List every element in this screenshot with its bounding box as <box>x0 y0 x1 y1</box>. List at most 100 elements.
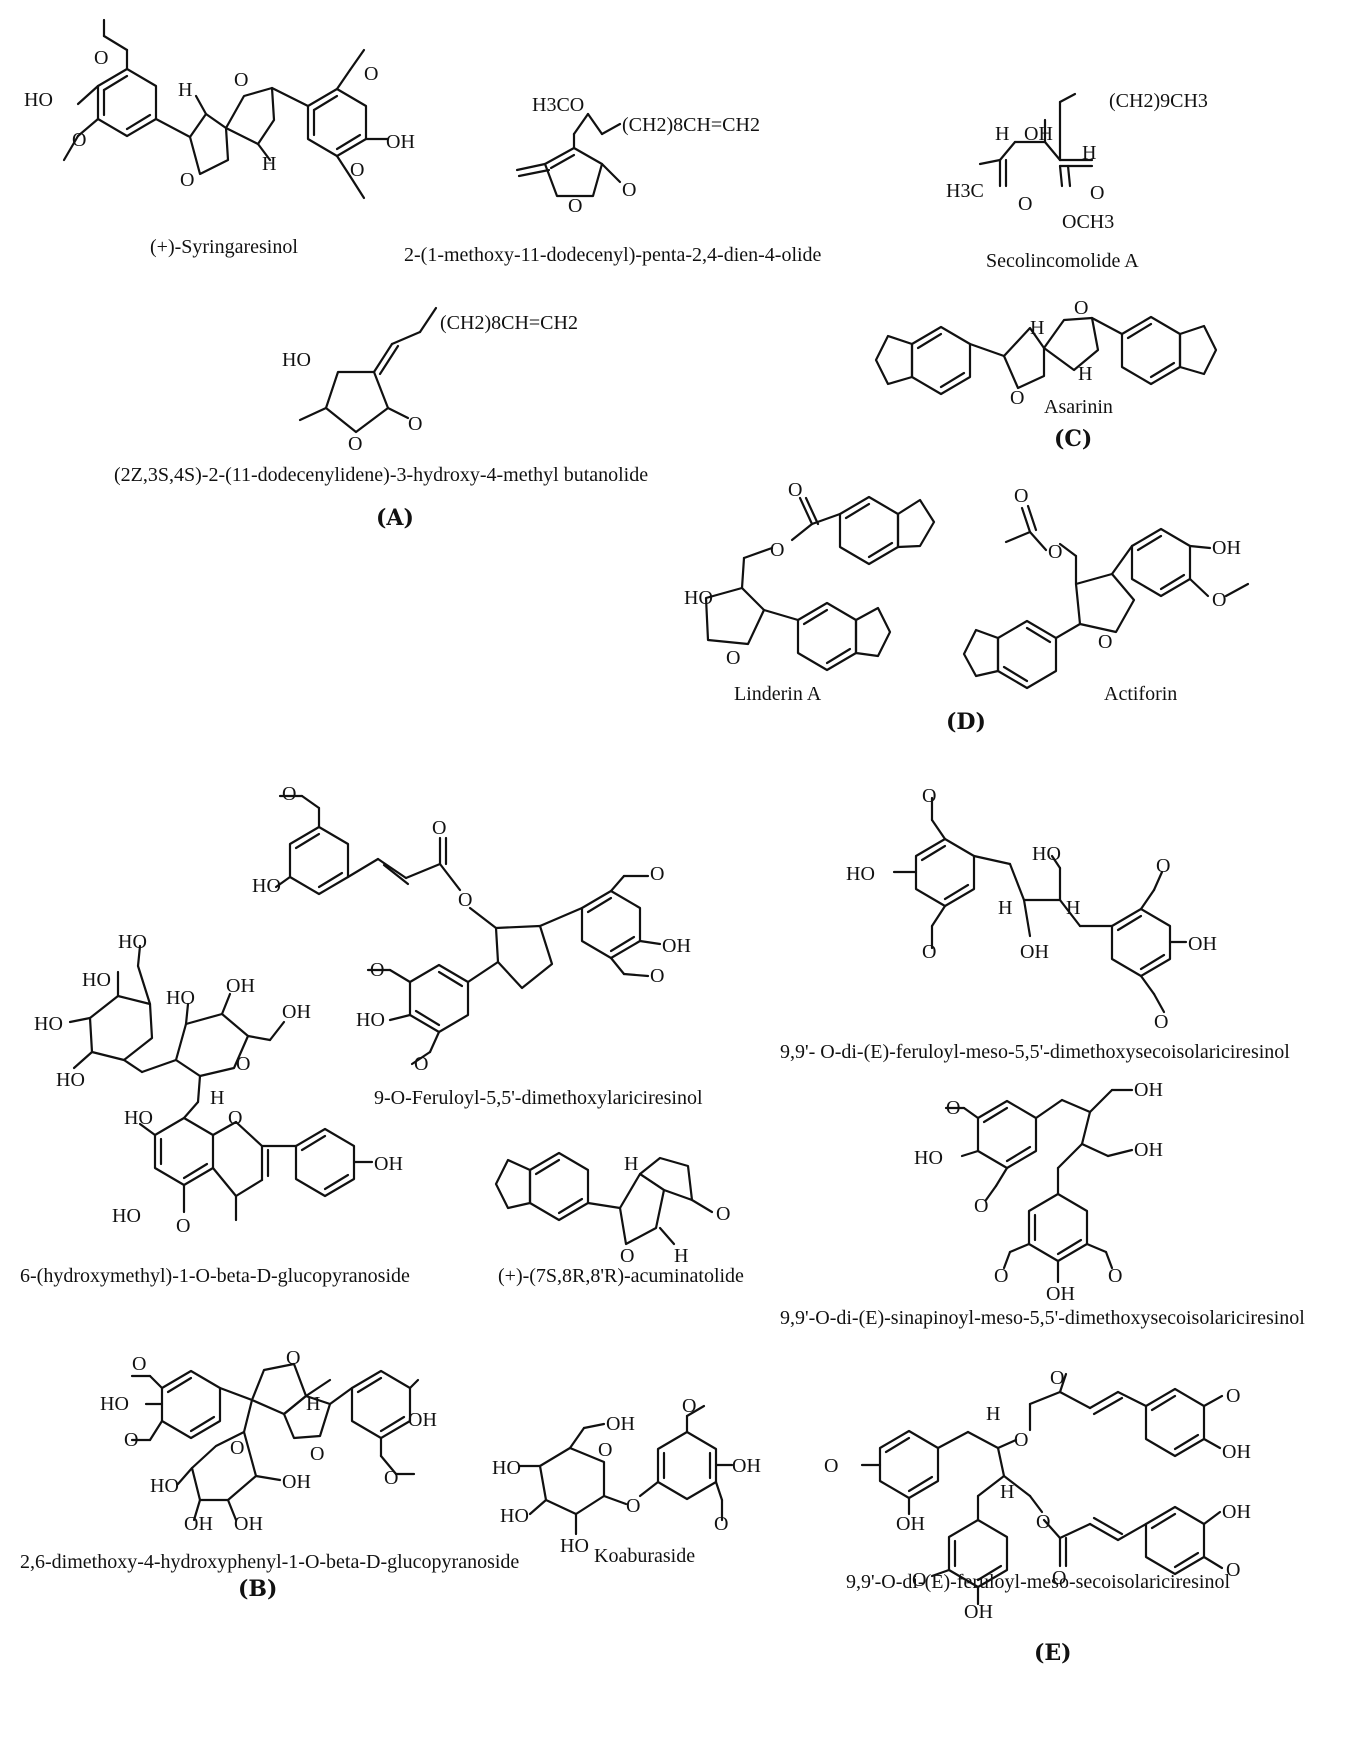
compound-name-asarinin: Asarinin <box>1044 396 1113 418</box>
atom-label: H <box>674 1245 688 1267</box>
atom-label: HO <box>112 1205 141 1227</box>
atom-label: O <box>72 129 86 151</box>
atom-label: O <box>1014 1429 1028 1451</box>
atom-label: OH <box>1046 1283 1075 1305</box>
atom-label: O <box>922 785 936 807</box>
atom-label: HO <box>560 1535 589 1557</box>
structure-diferuloyl-dimethoxy: O HO O HO H H OH O OH O 9,9'- O-di-(E)-f… <box>780 785 1290 1063</box>
atom-label: HO <box>34 1013 63 1035</box>
atom-label: H <box>262 153 276 175</box>
atom-label: H3C <box>946 180 984 202</box>
structure-feruloyl-lariciresinol: O HO O O O OH O O HO O 9-O-Feruloyl-5,5'… <box>252 783 703 1109</box>
atom-label: O <box>432 817 446 839</box>
atom-label: OH <box>1024 123 1053 145</box>
panel-label-c: (C) <box>1054 426 1092 452</box>
atom-label: O <box>1074 297 1088 319</box>
atom-label: H <box>178 79 192 101</box>
atom-label: O <box>1212 589 1226 611</box>
atom-label: O <box>180 169 194 191</box>
atom-label: O <box>714 1513 728 1535</box>
compound-name-acuminatolide: (+)-(7S,8R,8'R)-acuminatolide <box>498 1265 744 1287</box>
compound-name-feruloyl-lariciresinol: 9-O-Feruloyl-5,5'-dimethoxylariciresinol <box>374 1087 703 1109</box>
atom-label: O <box>94 47 108 69</box>
atom-label: O <box>1010 387 1024 409</box>
atom-label: OH <box>408 1409 437 1431</box>
atom-label: O <box>384 1467 398 1489</box>
compound-name-methoxy-dodecenyl: 2-(1-methoxy-11-dodecenyl)-penta-2,4-die… <box>404 244 822 266</box>
atom-label: H <box>1000 1481 1014 1503</box>
structure-syringaresinol: HO O O H O O H OH O O (+)-Syringaresinol <box>24 18 415 258</box>
atom-label: H <box>1030 317 1044 339</box>
atom-label: O <box>994 1265 1008 1287</box>
compound-name-secolincomolide: Secolincomolide A <box>986 250 1139 272</box>
atom-label: OH <box>1134 1139 1163 1161</box>
atom-label: O <box>1108 1265 1122 1287</box>
atom-label: H <box>624 1153 638 1175</box>
atom-label: O <box>408 413 422 435</box>
atom-label: HO <box>846 863 875 885</box>
atom-label: O <box>824 1455 838 1477</box>
atom-label: OH <box>732 1455 761 1477</box>
atom-label: O <box>974 1195 988 1217</box>
atom-label: OH <box>662 935 691 957</box>
atom-label: H <box>1078 363 1092 385</box>
atom-label: HO <box>252 875 281 897</box>
atom-label: O <box>458 889 472 911</box>
atom-label: H <box>998 897 1012 919</box>
atom-label: OH <box>282 1001 311 1023</box>
atom-label: O <box>132 1353 146 1375</box>
atom-label: O <box>716 1203 730 1225</box>
compound-name-diferuloyl-seco: 9,9'-O-di-(E)-feruloyl-meso-secoisolaric… <box>846 1571 1230 1593</box>
atom-label: O <box>620 1245 634 1267</box>
atom-label: (CH2)8CH=CH2 <box>440 312 578 334</box>
atom-label: HO <box>166 987 195 1009</box>
atom-label: OH <box>1222 1501 1251 1523</box>
structure-actiforin: O O OH O O Actiforin <box>962 485 1250 705</box>
atom-label: O <box>350 159 364 181</box>
atom-label: O <box>1226 1385 1240 1407</box>
compound-name-actiforin: Actiforin <box>1104 683 1177 705</box>
atom-label: O <box>286 1347 300 1369</box>
atom-label: H <box>986 1403 1000 1425</box>
atom-label: O <box>1018 193 1032 215</box>
panel-label-b: (B) <box>238 1576 277 1602</box>
atom-label: O <box>364 63 378 85</box>
atom-label: O <box>124 1429 138 1451</box>
atom-label: HO <box>914 1147 943 1169</box>
panel-label-a: (A) <box>376 505 414 531</box>
atom-label: O <box>1156 855 1170 877</box>
panel-label-d: (D) <box>946 709 986 735</box>
compound-name-dimethoxyhydroxyphenyl-glc: 2,6-dimethoxy-4-hydroxyphenyl-1-O-beta-D… <box>20 1551 519 1573</box>
compound-name-diferuloyl-dimethoxy: 9,9'- O-di-(E)-feruloyl-meso-5,5'-dimeth… <box>780 1041 1290 1063</box>
atom-label: H3CO <box>532 94 584 116</box>
atom-label: OH <box>374 1153 403 1175</box>
atom-label: O <box>650 863 664 885</box>
atom-label: HO <box>56 1069 85 1091</box>
atom-label: HO <box>124 1107 153 1129</box>
atom-label: OH <box>282 1471 311 1493</box>
atom-label: O <box>176 1215 190 1237</box>
atom-label: O <box>1154 1011 1168 1033</box>
structure-disinapinoyl: O HO O OH OH O O OH 9,9'-O-di-(E)-sinapi… <box>780 1079 1305 1329</box>
atom-label: H <box>210 1087 224 1109</box>
atom-label: O <box>622 179 636 201</box>
atom-label: O <box>946 1097 960 1119</box>
atom-label: O <box>922 941 936 963</box>
atom-label: O <box>310 1443 324 1465</box>
atom-label: OH <box>964 1601 993 1623</box>
atom-label: O <box>1036 1511 1050 1533</box>
atom-label: HO <box>500 1505 529 1527</box>
atom-label: HO <box>100 1393 129 1415</box>
atom-label: O <box>228 1107 242 1129</box>
structure-dimethoxyhydroxyphenyl-glc: O HO O O H O O OH O OH HO OH OH 2,6-dime… <box>20 1347 519 1573</box>
compound-name-disinapinoyl: 9,9'-O-di-(E)-sinapinoyl-meso-5,5'-dimet… <box>780 1307 1305 1329</box>
atom-label: O <box>236 1053 250 1075</box>
atom-label: H <box>995 123 1009 145</box>
atom-label: O <box>726 647 740 669</box>
compound-name-glucopyranoside-6hm: 6-(hydroxymethyl)-1-O-beta-D-glucopyrano… <box>20 1265 410 1287</box>
panel-label-e: (E) <box>1034 1640 1072 1666</box>
atom-label: OH <box>226 975 255 997</box>
atom-label: OH <box>386 131 415 153</box>
atom-label: OH <box>184 1513 213 1535</box>
